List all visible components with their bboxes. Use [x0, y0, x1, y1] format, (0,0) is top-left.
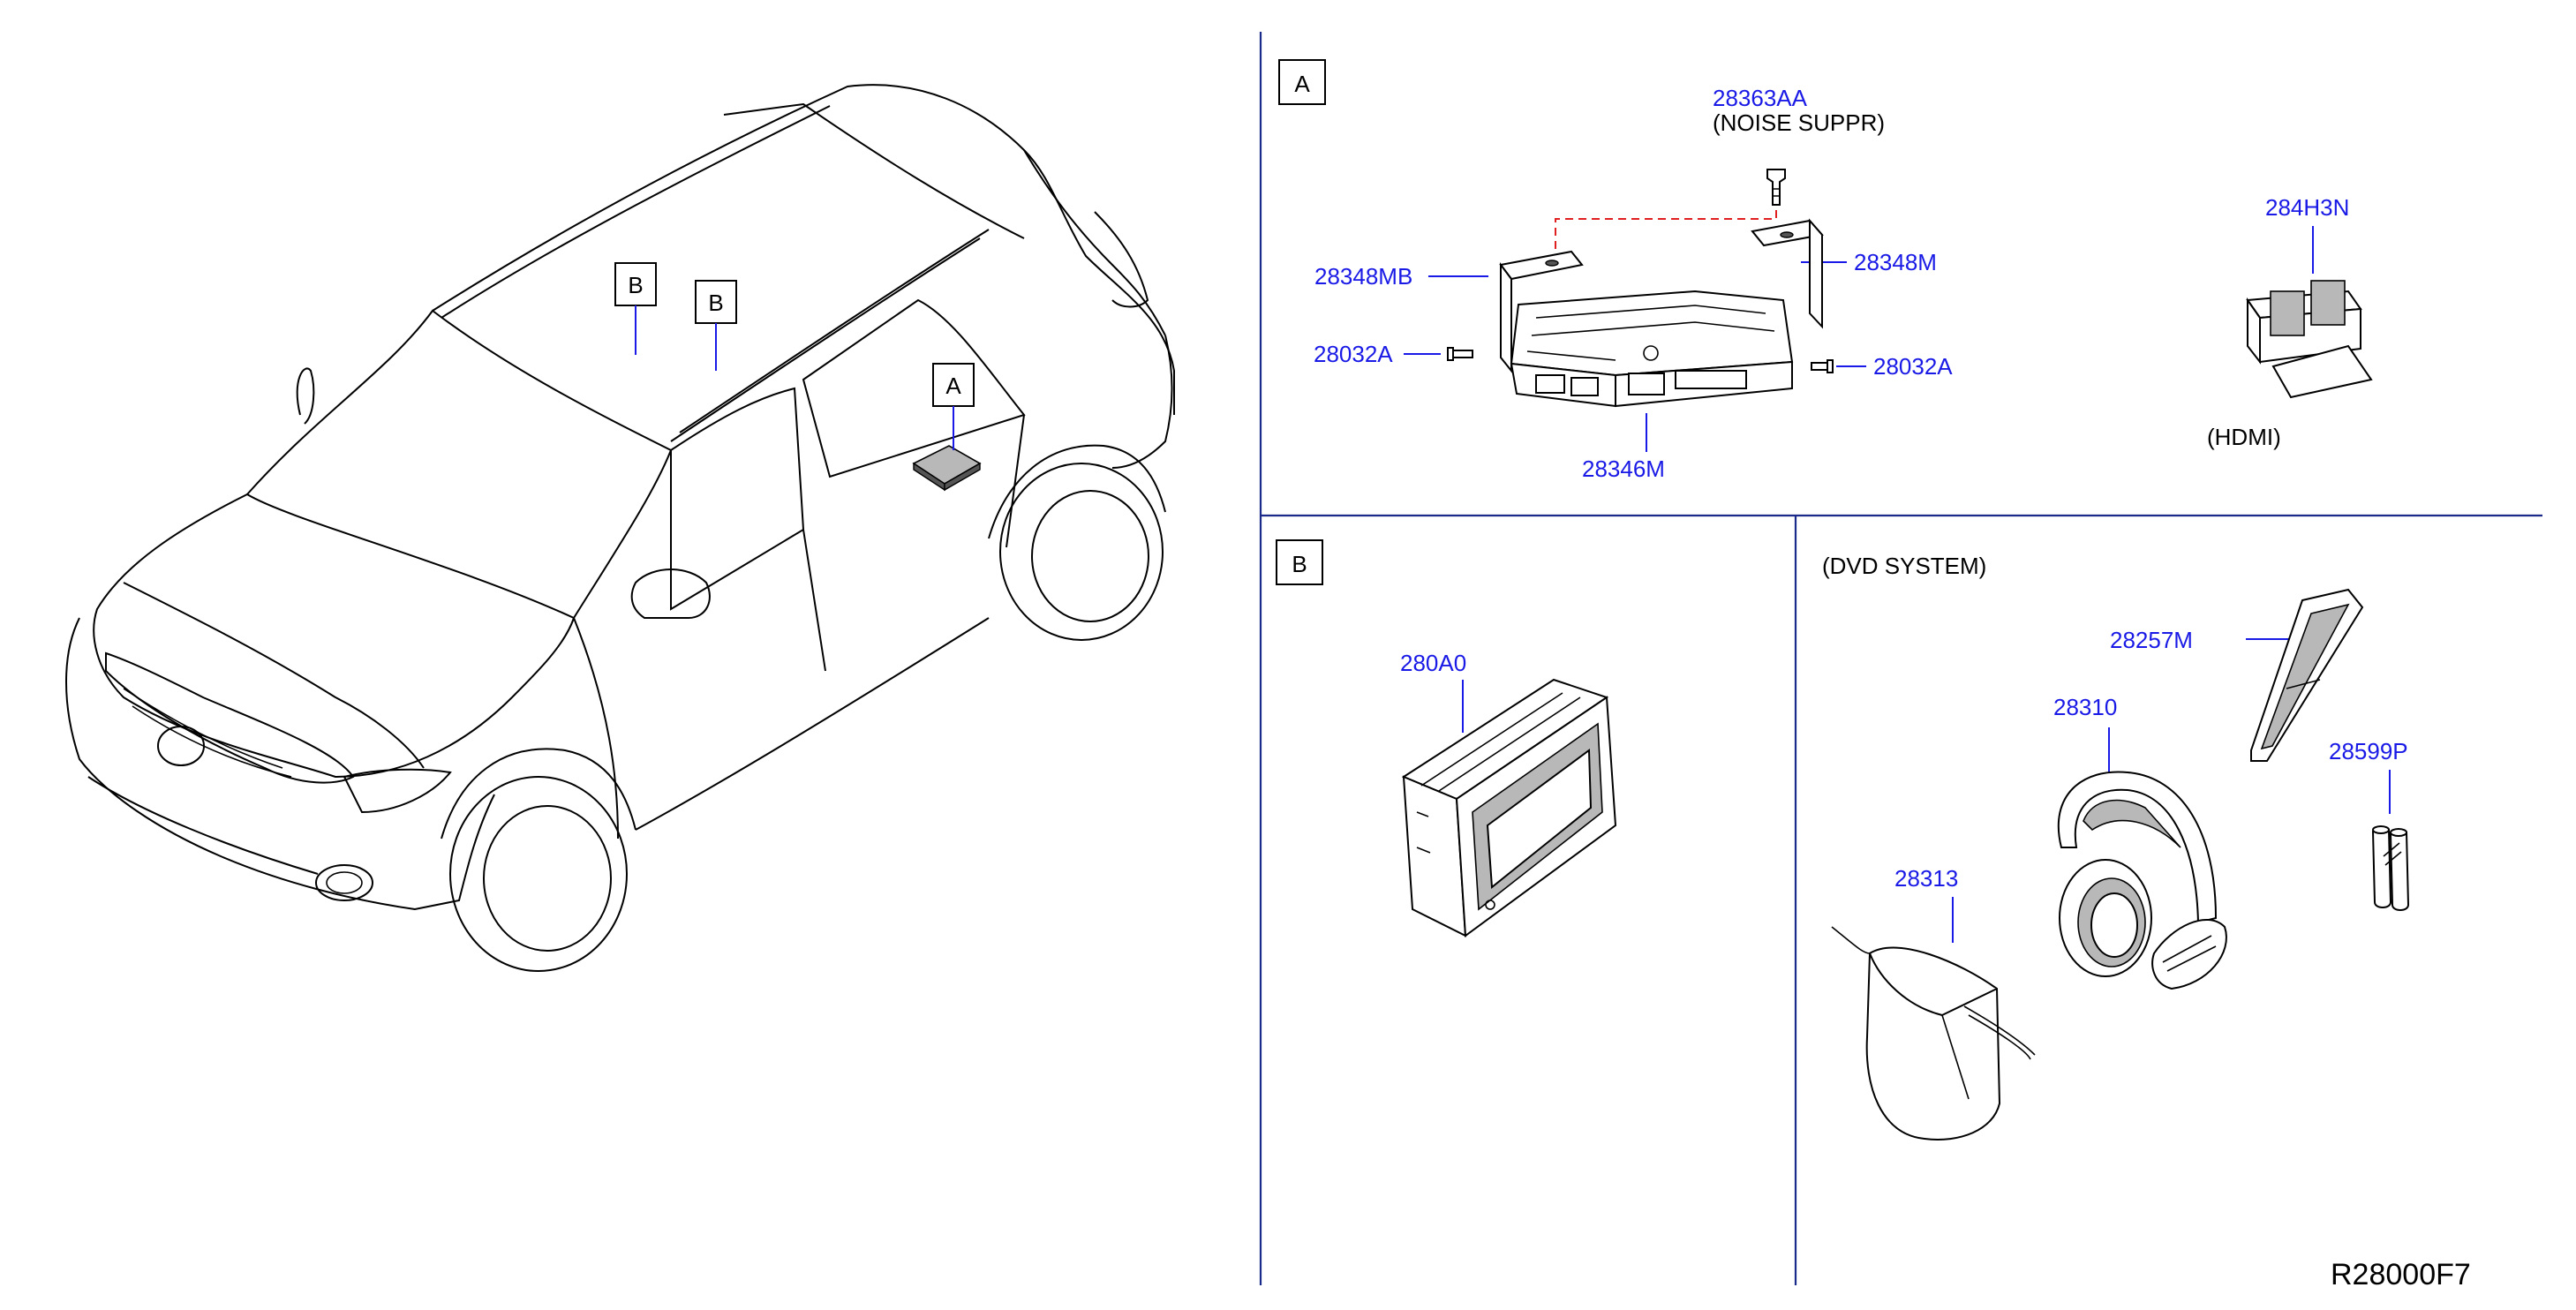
- section-dividers: [1259, 32, 2542, 1285]
- section-b-tag: B: [1292, 551, 1307, 577]
- part-hdmi-label: (HDMI): [2207, 424, 2281, 450]
- part-bracket-left: 28348MB: [1314, 263, 1412, 290]
- part-display: 280A0: [1400, 650, 1466, 676]
- screw-right-icon: [1811, 359, 1834, 373]
- screw-left-icon: [1447, 347, 1473, 361]
- dvd-system-section: (DVD SYSTEM) 28257M 28310 28599P: [1822, 553, 2410, 1141]
- drawing-code: R28000F7: [2331, 1258, 2471, 1291]
- part-bracket-right: 28348M: [1854, 249, 1937, 275]
- part-remote: 28257M: [2110, 627, 2193, 653]
- battery-icon: [2371, 825, 2410, 911]
- section-b: B 280A0: [1276, 539, 1617, 937]
- part-hdmi-number: 284H3N: [2265, 194, 2349, 221]
- headphones-icon: [2057, 771, 2227, 990]
- part-noise-suppr-number: 28363AA: [1713, 85, 1808, 111]
- callout-a-cabin: A: [932, 363, 975, 450]
- hdmi-connector-icon: [2246, 280, 2373, 399]
- main-unit-icon: [1510, 290, 1794, 408]
- display-unit-icon: [1401, 678, 1617, 937]
- section-a-tag: A: [1294, 71, 1310, 97]
- remote-control-icon: [2250, 588, 2364, 762]
- noise-suppressor-icon: [1766, 169, 1786, 206]
- part-headphones: 28310: [2053, 694, 2117, 720]
- callout-b-roof-1: B: [614, 262, 657, 355]
- callout-b-roof-2: B: [695, 280, 737, 371]
- vehicle-drawing: [65, 84, 1175, 972]
- bracket-right-icon: [1751, 218, 1824, 329]
- svg-text:B: B: [708, 290, 723, 316]
- part-noise-suppr-label: (NOISE SUPPR): [1713, 109, 1885, 136]
- dvd-system-label: (DVD SYSTEM): [1822, 553, 1986, 579]
- part-screw-left: 28032A: [1314, 341, 1393, 367]
- vehicle-unit-icon: [912, 445, 982, 492]
- part-bag: 28313: [1894, 865, 1958, 892]
- svg-text:B: B: [628, 272, 643, 298]
- svg-text:A: A: [945, 373, 961, 399]
- section-a: A 28363AA (NOISE SUPPR) 28348MB 28348M: [1278, 59, 2373, 482]
- bracket-left-icon: [1499, 250, 1584, 373]
- bag-icon: [1831, 926, 2036, 1141]
- part-screw-right: 28032A: [1873, 353, 1953, 380]
- part-unit: 28346M: [1582, 455, 1665, 482]
- part-battery: 28599P: [2329, 738, 2408, 764]
